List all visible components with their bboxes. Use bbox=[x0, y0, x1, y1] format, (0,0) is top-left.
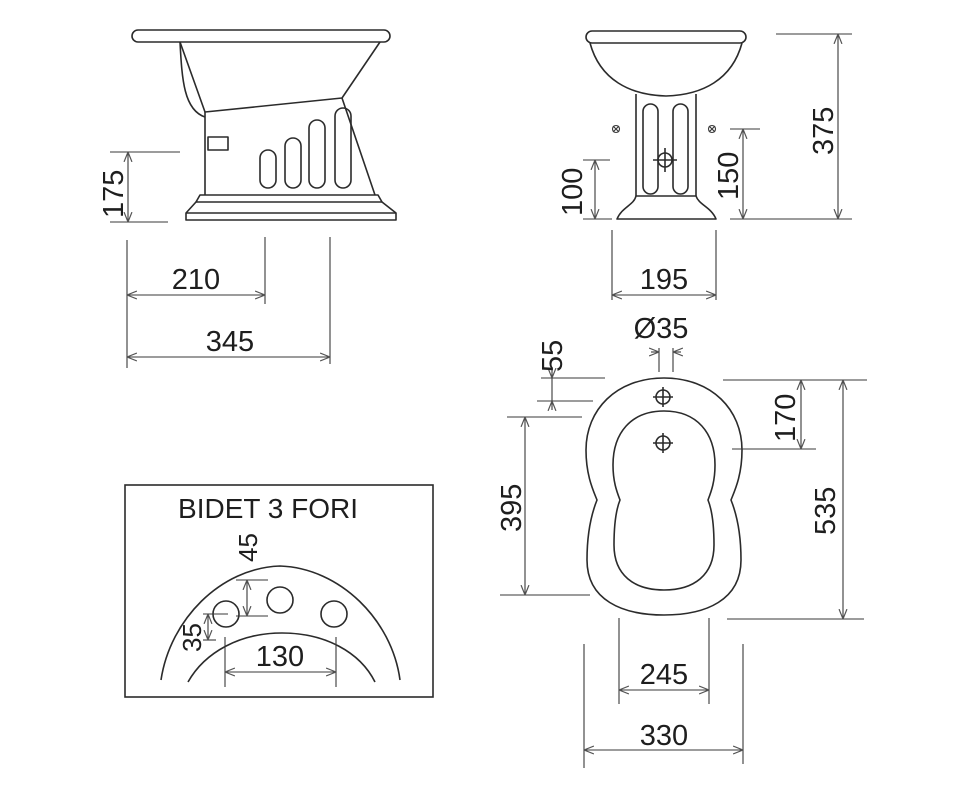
slot-3 bbox=[308, 119, 326, 189]
dim-label-100: 100 bbox=[557, 168, 589, 216]
detail-box-frame bbox=[124, 484, 434, 698]
fixing-point-icon-right bbox=[707, 124, 717, 134]
front-base bbox=[616, 195, 717, 220]
dim-label-55: 55 bbox=[537, 340, 569, 372]
front-rim bbox=[585, 30, 747, 44]
top-inner-bowl bbox=[612, 410, 716, 591]
detail-hole-center bbox=[266, 586, 294, 614]
detail-box-title: BIDET 3 FORI bbox=[178, 493, 358, 524]
dim-label-35: 35 bbox=[177, 623, 207, 652]
dim-label-345: 345 bbox=[206, 326, 254, 358]
dim-label-210: 210 bbox=[172, 264, 220, 296]
side-body bbox=[204, 97, 376, 196]
detail-box-3-holes: BIDET 3 FORI 45 35 130 bbox=[124, 484, 434, 698]
side-base bbox=[185, 201, 397, 221]
front-bowl bbox=[589, 42, 743, 97]
dim-label-375: 375 bbox=[808, 107, 840, 155]
dim-label-diameter-35: Ø35 bbox=[634, 313, 689, 345]
side-view: 175 210 345 bbox=[98, 29, 397, 368]
detail-inner-arc bbox=[187, 632, 376, 683]
front-slot-left bbox=[642, 103, 659, 195]
side-bowl bbox=[179, 41, 381, 113]
dim-label-245: 245 bbox=[640, 659, 688, 691]
slot-2 bbox=[284, 137, 302, 189]
top-view: Ø35 55 395 170 535 245 330 bbox=[496, 313, 867, 768]
dim-label-175: 175 bbox=[98, 170, 130, 218]
dim-label-330: 330 bbox=[640, 720, 688, 752]
dim-label-150: 150 bbox=[713, 152, 745, 200]
front-view: 100 150 375 195 bbox=[557, 30, 852, 300]
slot-4 bbox=[334, 107, 352, 189]
dim-label-195: 195 bbox=[640, 264, 688, 296]
front-pedestal bbox=[635, 94, 697, 196]
side-rim bbox=[131, 29, 391, 43]
detail-hole-right bbox=[320, 600, 348, 628]
top-outer-outline bbox=[585, 377, 743, 616]
dim-label-535: 535 bbox=[810, 487, 842, 535]
dim-label-395: 395 bbox=[496, 484, 528, 532]
dim-label-130: 130 bbox=[256, 641, 304, 673]
drain-hole-crosshair-icon bbox=[653, 433, 673, 453]
slot-1 bbox=[259, 149, 277, 189]
side-base-top bbox=[195, 194, 383, 203]
dim-label-170: 170 bbox=[770, 394, 802, 442]
tap-hole-crosshair-icon bbox=[653, 387, 673, 407]
dim-label-45: 45 bbox=[233, 533, 263, 562]
front-slot-right bbox=[672, 103, 689, 195]
fixing-point-icon-left bbox=[611, 124, 621, 134]
inlet-icon bbox=[207, 136, 229, 151]
detail-outer-arc bbox=[160, 565, 401, 681]
